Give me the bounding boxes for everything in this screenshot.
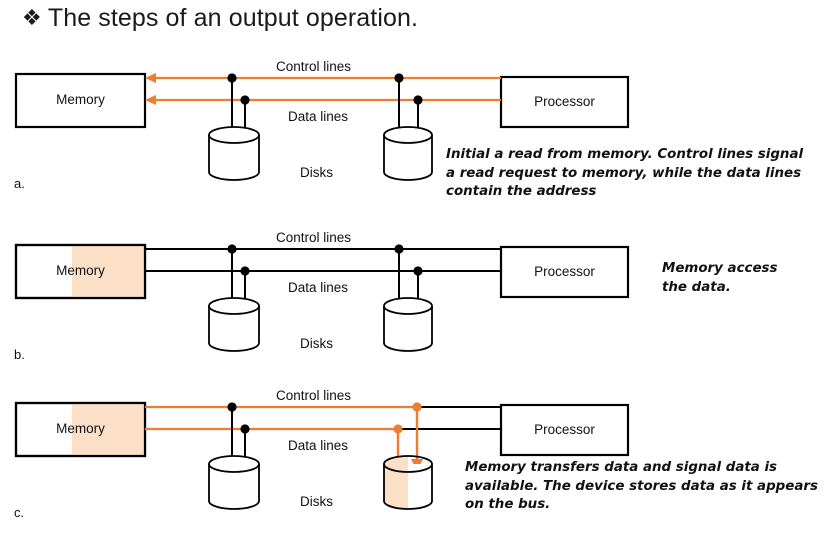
right-disk-data-junction-dot (413, 95, 423, 105)
memory-label: Memory (56, 92, 105, 107)
panel-a-caption: Initial a read from memory. Control line… (446, 147, 804, 199)
processor-label: Processor (534, 422, 595, 437)
right-disk-highlight-fill (384, 464, 408, 509)
right-disk-top-highlight (384, 456, 408, 472)
right-disk-top (383, 297, 433, 315)
data-lines-label: Data lines (288, 280, 349, 295)
panel-c: Memory Processor Control lines Data line… (0, 383, 837, 534)
memory-highlight-fill (72, 246, 144, 297)
page-title-text: The steps of an output operation. (47, 4, 419, 32)
left-disk-body (208, 135, 260, 181)
left-disk-top (208, 455, 260, 473)
right-disk-body (383, 306, 433, 352)
right-disk-top (383, 126, 433, 144)
data-bus-arrowhead (145, 95, 156, 105)
disks-label: Disks (300, 494, 333, 509)
panel-c-diagram (14, 401, 630, 510)
left-disk-body (208, 464, 260, 510)
right-disk-control-junction-dot (394, 244, 404, 254)
panel-letter-a: a. (14, 176, 25, 191)
data-lines-label: Data lines (288, 109, 349, 124)
left-disk-data-junction-dot (240, 424, 250, 434)
right-disk-data-junction-dot (393, 424, 403, 434)
right-disk-data-junction-dot (413, 266, 423, 276)
left-disk-data-junction-dot (240, 95, 250, 105)
left-disk-control-junction-dot (227, 402, 237, 412)
panel-letter-c: c. (14, 505, 25, 520)
memory-box (14, 72, 147, 129)
diamond-bullet-icon: ❖ (22, 5, 42, 30)
right-disk-body (383, 135, 433, 181)
panel-b-caption: Memory access the data. (662, 261, 778, 295)
control-lines-label: Control lines (276, 388, 352, 403)
disks-label: Disks (300, 165, 333, 180)
disks-label: Disks (300, 336, 333, 351)
left-disk-body (208, 306, 260, 352)
control-bus-arrowhead (145, 73, 156, 83)
panel-letter-b: b. (14, 347, 25, 362)
right-disk-control-junction-dot (394, 73, 404, 83)
control-lines-label: Control lines (276, 230, 352, 245)
right-disk-body-outline (383, 464, 433, 510)
panel-c-caption: Memory transfers data and signal data is… (465, 460, 818, 512)
right-disk-control-junction-dot (412, 402, 422, 412)
panel-a: Memory Processor Control lines Data line… (0, 0, 837, 215)
left-disk-control-junction-dot (227, 73, 237, 83)
panel-b-diagram (14, 243, 630, 352)
control-lines-label: Control lines (276, 59, 352, 74)
processor-box (499, 403, 630, 457)
data-lines-label: Data lines (288, 438, 349, 453)
left-disk-control-junction-dot (227, 244, 237, 254)
processor-box (499, 245, 630, 299)
processor-box (499, 75, 630, 129)
right-disk-top (383, 455, 433, 473)
processor-label: Processor (534, 94, 595, 109)
processor-label: Processor (534, 264, 595, 279)
page-title: ❖The steps of an output operation. (22, 4, 418, 33)
memory-label: Memory (56, 263, 105, 278)
left-disk-top (208, 126, 260, 144)
memory-highlight-fill (72, 404, 144, 455)
left-disk-top (208, 297, 260, 315)
panel-b: Memory Processor Control lines Data line… (0, 230, 837, 370)
panel-a-diagram (14, 72, 630, 181)
left-disk-data-junction-dot (240, 266, 250, 276)
memory-label: Memory (56, 421, 105, 436)
